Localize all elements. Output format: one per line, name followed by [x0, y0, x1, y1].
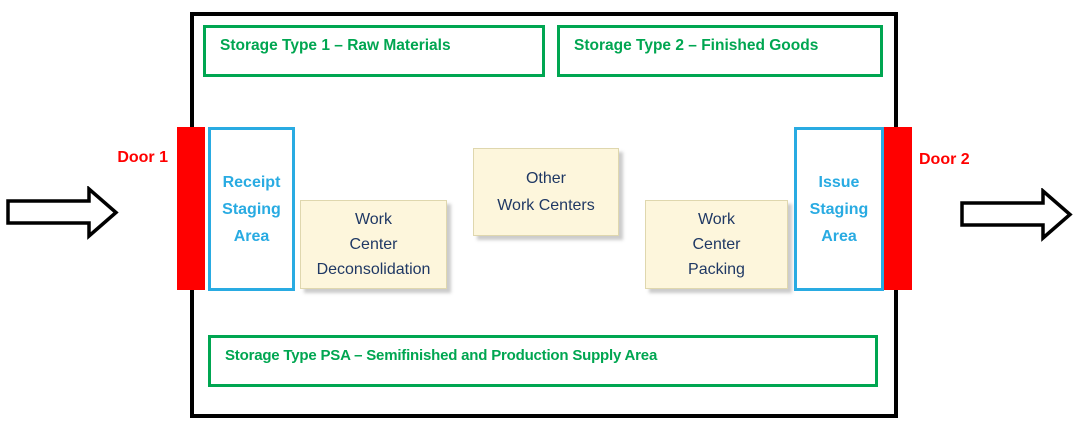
storage-type-1-box: Storage Type 1 – Raw Materials	[203, 25, 545, 77]
door-2-rect	[884, 127, 912, 290]
other-work-centers-box: Other Work Centers	[473, 148, 619, 236]
other-work-centers-line: Work Centers	[497, 197, 595, 214]
work-center-deconsolidation-line: Deconsolidation	[316, 261, 431, 278]
receipt-staging-area-box: Receipt Staging Area	[208, 127, 295, 291]
door-1-rect	[177, 127, 205, 290]
work-center-packing-line: Packing	[688, 261, 745, 278]
storage-type-2-box: Storage Type 2 – Finished Goods	[557, 25, 883, 77]
storage-type-2-label: Storage Type 2 – Finished Goods	[574, 37, 819, 54]
storage-type-1-label: Storage Type 1 – Raw Materials	[220, 37, 451, 54]
work-center-deconsolidation-line: Work	[354, 211, 393, 228]
door-1-label: Door 1	[117, 149, 168, 166]
door-2-label: Door 2	[919, 151, 970, 168]
work-center-packing-line: Work	[697, 211, 736, 228]
work-center-deconsolidation-box: Work Center Deconsolidation	[300, 200, 447, 289]
issue-staging-line: Area	[821, 227, 857, 245]
storage-type-psa-label: Storage Type PSA – Semifinished and Prod…	[225, 347, 658, 364]
receipt-staging-line: Staging	[222, 200, 281, 218]
work-center-packing-box: Work Center Packing	[645, 200, 788, 289]
inbound-arrow-icon	[6, 186, 119, 240]
storage-type-psa-box: Storage Type PSA – Semifinished and Prod…	[208, 335, 878, 387]
work-center-deconsolidation-line: Center	[349, 236, 398, 253]
issue-staging-area-box: Issue Staging Area	[794, 127, 884, 291]
other-work-centers-line: Other	[525, 170, 566, 187]
issue-staging-line: Staging	[809, 200, 869, 218]
work-center-packing-line: Center	[692, 236, 741, 253]
outbound-arrow-icon	[960, 188, 1073, 242]
receipt-staging-line: Receipt	[222, 173, 281, 191]
issue-staging-line: Issue	[818, 173, 860, 191]
receipt-staging-line: Area	[233, 227, 270, 245]
